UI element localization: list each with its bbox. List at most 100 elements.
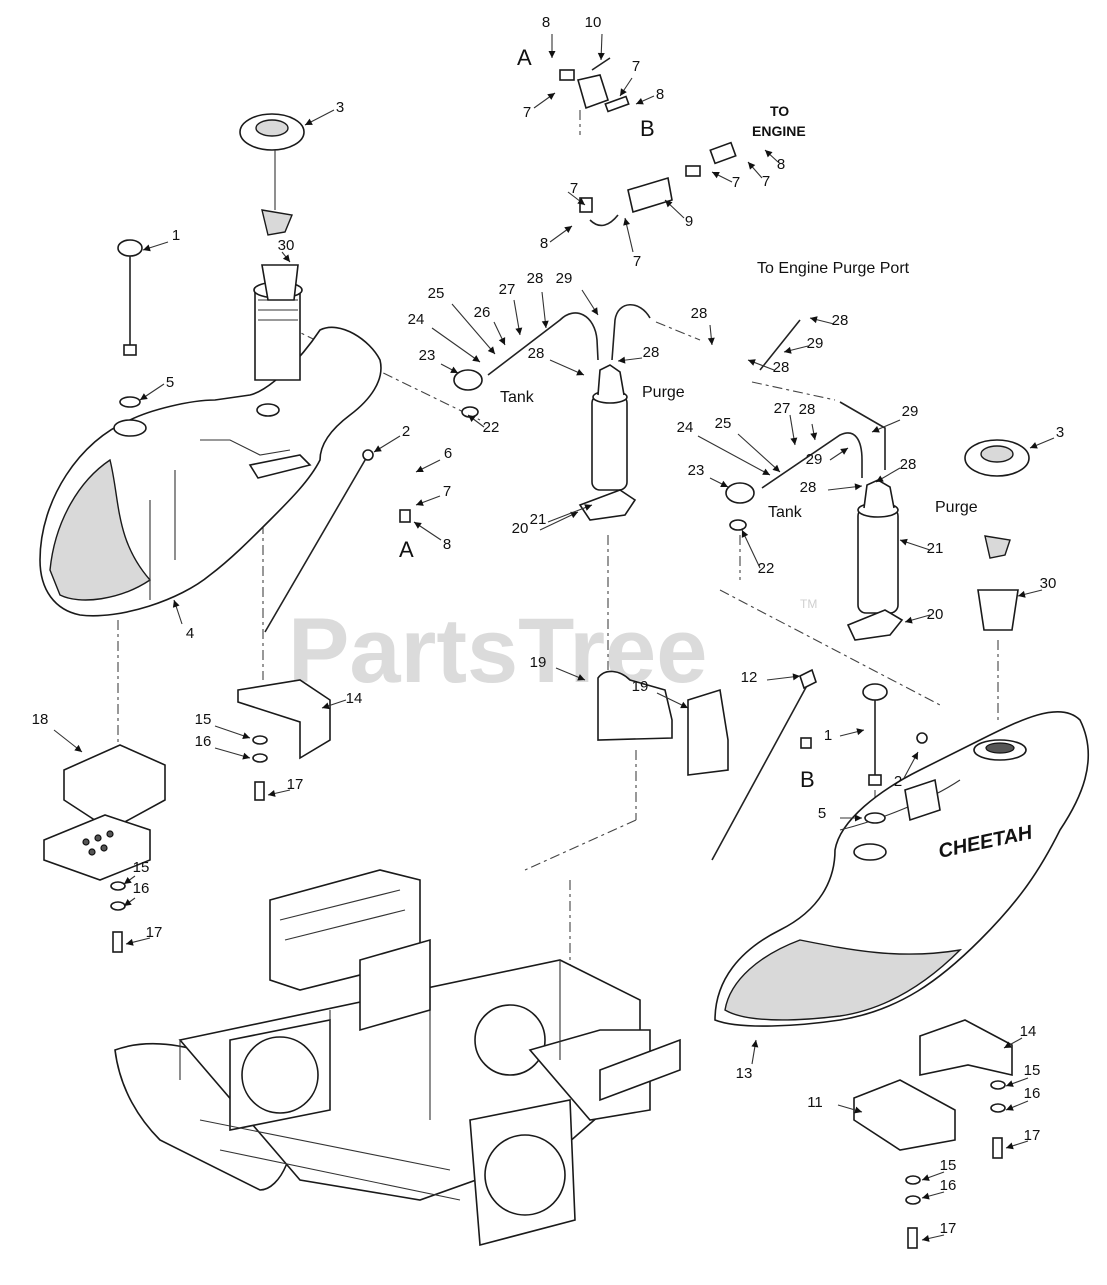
leader-line-20 xyxy=(539,511,579,531)
watermark-tm: TM xyxy=(800,597,817,611)
arrowhead-21 xyxy=(900,538,908,546)
arrowhead-29 xyxy=(872,426,880,433)
bracket-18 xyxy=(43,744,166,881)
callout-19: 19 xyxy=(632,678,649,695)
arrowhead-28 xyxy=(576,368,584,376)
arrowhead-8 xyxy=(765,150,773,158)
arrowhead-9 xyxy=(665,200,673,208)
callout-3: 3 xyxy=(336,99,344,116)
callout-6: 6 xyxy=(444,445,452,462)
callout-14: 14 xyxy=(346,690,363,707)
arrowhead-7 xyxy=(748,162,756,170)
connector-b-top: B xyxy=(640,116,655,141)
arrowhead-26 xyxy=(498,337,506,345)
callout-28: 28 xyxy=(900,456,917,473)
callout-28: 28 xyxy=(691,305,708,322)
text-labels: TO ENGINE To Engine Purge Port Tank Purg… xyxy=(399,45,978,792)
arrowhead-16 xyxy=(922,1192,930,1200)
arrowhead-8 xyxy=(548,51,556,58)
hardware xyxy=(110,449,1006,1249)
callout-15: 15 xyxy=(940,1157,957,1174)
callout-28: 28 xyxy=(528,345,545,362)
arrowhead-25 xyxy=(487,346,495,354)
callout-17: 17 xyxy=(287,776,304,793)
callout-7: 7 xyxy=(633,253,641,270)
callout-18: 18 xyxy=(32,711,49,728)
filler-neck-right xyxy=(977,589,1019,631)
arrowhead-14 xyxy=(1004,1041,1012,1048)
callout-8: 8 xyxy=(777,156,785,173)
arrowhead-28 xyxy=(810,316,818,324)
arrowhead-11 xyxy=(854,1106,862,1114)
arrowhead-25 xyxy=(772,464,780,472)
arrowhead-14 xyxy=(322,702,330,710)
callout-1: 1 xyxy=(172,227,180,244)
fuel-cap-right xyxy=(964,439,1030,559)
arrowhead-27 xyxy=(790,437,798,445)
arrowhead-10 xyxy=(597,52,605,60)
callout-22: 22 xyxy=(483,419,500,436)
callout-2: 2 xyxy=(402,423,410,440)
callout-10: 10 xyxy=(585,14,602,31)
callout-12: 12 xyxy=(741,669,758,686)
arrowhead-7 xyxy=(577,197,585,205)
connector-b-right: B xyxy=(800,767,815,792)
arrowhead-16 xyxy=(124,899,132,906)
arrowhead-21 xyxy=(584,504,592,511)
arrowhead-6 xyxy=(416,465,424,472)
bracket-11 xyxy=(853,1079,956,1151)
to-engine-label-1: TO xyxy=(770,103,789,119)
arrowhead-22 xyxy=(741,530,749,538)
leader-line-24 xyxy=(697,435,771,476)
purge-hoses xyxy=(487,303,886,489)
arrowhead-29 xyxy=(591,307,598,315)
shield-19-left xyxy=(597,670,673,741)
callout-5: 5 xyxy=(166,374,174,391)
arrowhead-17 xyxy=(922,1235,930,1242)
arrowhead-15 xyxy=(1006,1080,1014,1087)
callout-29: 29 xyxy=(902,403,919,420)
callout-leaders xyxy=(53,33,1055,1242)
callout-16: 16 xyxy=(195,733,212,750)
arrowhead-24 xyxy=(762,468,770,475)
tank-label-right: Tank xyxy=(768,504,803,521)
arrowhead-17 xyxy=(126,938,134,946)
arrowhead-23 xyxy=(450,366,458,373)
arrowhead-8 xyxy=(636,97,644,105)
callout-8: 8 xyxy=(443,536,451,553)
callout-28: 28 xyxy=(643,344,660,361)
valve-23-right xyxy=(725,482,755,504)
to-engine-label-2: ENGINE xyxy=(752,123,806,139)
purge-label-left: Purge xyxy=(642,384,685,401)
leader-line-24 xyxy=(431,327,481,363)
arrowhead-17 xyxy=(268,790,276,797)
arrowhead-29 xyxy=(840,448,848,455)
callout-16: 16 xyxy=(1024,1085,1041,1102)
callout-15: 15 xyxy=(195,711,212,728)
leader-line-21 xyxy=(547,504,593,523)
callout-21: 21 xyxy=(530,511,547,528)
callout-11: 11 xyxy=(807,1094,823,1111)
right-fuel-tank: CHEETAH xyxy=(714,710,1089,1027)
callout-28: 28 xyxy=(527,270,544,287)
arrowhead-28 xyxy=(854,483,862,491)
callout-22: 22 xyxy=(758,560,775,577)
callout-8: 8 xyxy=(540,235,548,252)
callout-23: 23 xyxy=(688,462,705,479)
callout-27: 27 xyxy=(774,400,791,417)
callout-17: 17 xyxy=(146,924,163,941)
callout-19: 19 xyxy=(530,654,547,671)
clamp-right xyxy=(846,609,904,641)
callout-16: 16 xyxy=(133,880,150,897)
callout-26: 26 xyxy=(474,304,491,321)
arrowhead-7 xyxy=(623,218,631,226)
arrowhead-1 xyxy=(856,728,864,736)
arrowhead-8 xyxy=(564,226,572,233)
arrowhead-27 xyxy=(515,327,523,335)
callout-20: 20 xyxy=(927,606,944,623)
arrowhead-12 xyxy=(792,673,800,681)
arrowhead-28 xyxy=(748,359,756,366)
leader-line-25 xyxy=(451,303,496,355)
chassis-frame xyxy=(114,869,681,1247)
